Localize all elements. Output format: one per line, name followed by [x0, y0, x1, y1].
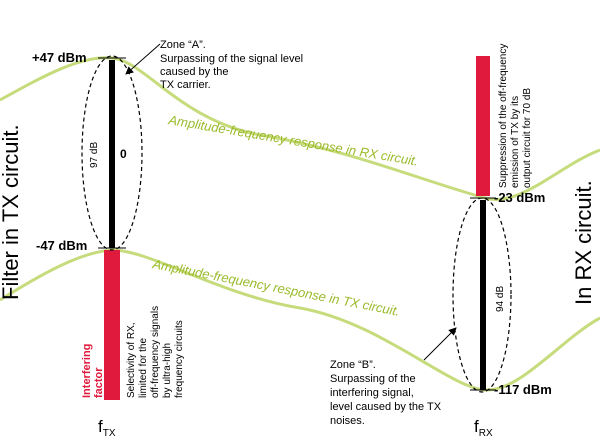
zone-b-line4: noises. [330, 415, 365, 427]
rx-response-label: Amplitude-frequency response in RX circu… [167, 112, 420, 169]
zone-a-line3: TX carrier. [160, 79, 211, 91]
interfering-line2: factor [93, 367, 105, 398]
tx-response-curve [0, 248, 600, 392]
ftx-sub: TX [103, 428, 116, 439]
zone-a-line1: Surpassing of the signal level [160, 53, 303, 65]
interfering-line1: Interfering [81, 344, 93, 398]
zone-b-line2: interfering signal, [330, 387, 414, 399]
zone-b-line3: level caused by the TX [330, 401, 442, 413]
selectivity-line5: frequency circuits [174, 320, 185, 398]
selectivity-line2: limited for the [138, 338, 149, 398]
title-right: In RX circuit. [571, 180, 596, 305]
frx-label: fRX [474, 417, 493, 439]
selectivity-line3: off-frequency signals [150, 306, 161, 398]
rx-noise-bar [480, 200, 486, 390]
zone-a-arrow [125, 43, 161, 75]
tx-interfering-bar [104, 250, 120, 400]
rx-suppression-bar [476, 56, 490, 196]
rx-span-label: 94 dB [495, 286, 506, 312]
title-left: Filter in TX circuit. [0, 124, 23, 300]
zone-b-title: Zone “B”. [330, 359, 376, 371]
zero-label: 0 [120, 147, 127, 161]
zone-a-title: Zone “A”. [160, 39, 206, 51]
selectivity-line4: by ultra-high [162, 343, 173, 398]
suppression-line3: output circuit for 70 dB [522, 88, 533, 188]
zone-b-line1: Surpassing of the [330, 373, 416, 385]
ftx-label: fTX [98, 417, 116, 439]
frx-sub: RX [479, 428, 493, 439]
tx-response-label: Amplitude-frequency response in TX circu… [150, 256, 401, 319]
zone-b-arrow [423, 327, 457, 361]
suppression-line1: Suppression of the off-frequency [498, 44, 509, 188]
zero-dot [109, 150, 115, 156]
rx-top-level: -23 dBm [494, 190, 545, 205]
suppression-line2: emission of TX by its [510, 96, 521, 188]
rx-response-curve [0, 56, 600, 201]
tx-top-level: +47 dBm [32, 50, 87, 65]
zone-a-line2: caused by the [160, 66, 229, 78]
selectivity-line1: Selectivity of RX, [126, 322, 137, 398]
frx-main: f [474, 417, 479, 436]
zone-a-ellipse [81, 55, 143, 251]
ftx-main: f [98, 417, 103, 436]
tx-bottom-level: -47 dBm [36, 238, 87, 253]
tx-span-label: 97 dB [89, 142, 100, 168]
rx-bottom-level: -117 dBm [494, 382, 552, 397]
